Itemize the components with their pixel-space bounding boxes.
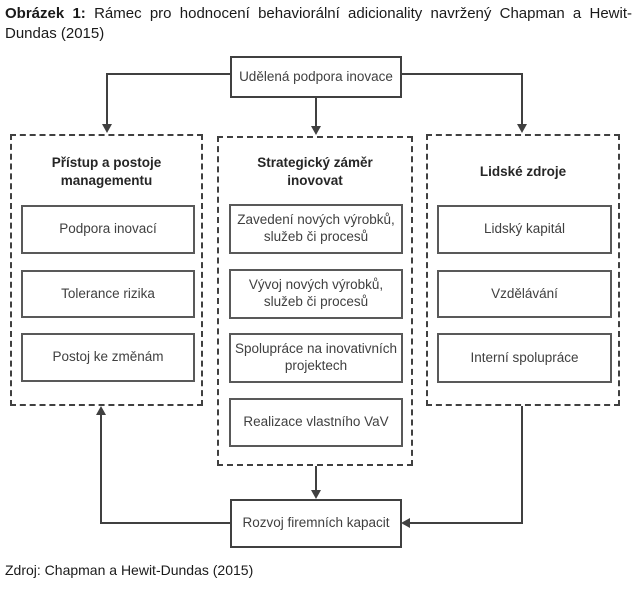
node-education: Vzdělávání <box>437 270 612 318</box>
arrowhead-into-column-2 <box>311 126 321 135</box>
connector-bottom-box-left-vertical <box>100 414 102 524</box>
connector-column-2-down <box>315 466 317 491</box>
arrowhead-into-column-3 <box>517 124 527 133</box>
group-management-attitudes <box>10 134 203 406</box>
connector-top-left-horizontal <box>107 73 231 75</box>
connector-top-left-vertical <box>106 73 108 124</box>
node-attitude-to-change: Postoj ke změnám <box>21 333 195 382</box>
node-own-rnd: Realizace vlastního VaV <box>229 398 403 447</box>
node-human-capital: Lidský kapitál <box>437 205 612 254</box>
column-3-title: Lidské zdroje <box>479 164 567 180</box>
connector-top-right-vertical <box>521 73 523 124</box>
connector-top-right-horizontal <box>401 73 523 75</box>
node-granted-innovation-support: Udělená podpora inovace <box>230 56 402 98</box>
column-1-title: Přístup a postoje managementu <box>51 155 162 188</box>
figure-caption-text: Rámec pro hodnocení behaviorální adicion… <box>5 5 633 42</box>
group-strategic-intent <box>217 136 413 466</box>
arrowhead-into-column-1 <box>102 124 112 133</box>
node-internal-cooperation: Interní spolupráce <box>437 333 612 383</box>
connector-column-3-down <box>521 406 523 524</box>
column-2-title: Strategický záměr inovovat <box>257 155 373 188</box>
figure-source: Zdroj: Chapman a Hewit-Dundas (2015) <box>5 562 254 578</box>
figure-caption-label: Obrázek 1: <box>5 5 86 22</box>
connector-column-3-horizontal <box>410 522 523 524</box>
arrowhead-into-bottom-box-top <box>311 490 321 499</box>
node-cooperation-innovative-projects: Spolupráce na inovativních projektech <box>229 333 403 383</box>
connector-top-center-vertical <box>315 97 317 126</box>
group-human-resources <box>426 134 620 406</box>
figure-caption: Obrázek 1: Rámec pro hodnocení behaviorá… <box>5 4 632 44</box>
node-support-of-innovation: Podpora inovací <box>21 205 195 254</box>
node-risk-tolerance: Tolerance rizika <box>21 270 195 318</box>
connector-bottom-box-left-horizontal <box>101 522 231 524</box>
node-firm-capacity-development: Rozvoj firemních kapacit <box>230 499 402 548</box>
node-introduction-new-products: Zavedení nových výrobků, služeb či proce… <box>229 204 403 254</box>
node-development-new-products: Vývoj nových výrobků, služeb či procesů <box>229 269 403 319</box>
arrowhead-into-column-1-bottom <box>96 406 106 415</box>
arrowhead-into-bottom-box-right <box>401 518 410 528</box>
